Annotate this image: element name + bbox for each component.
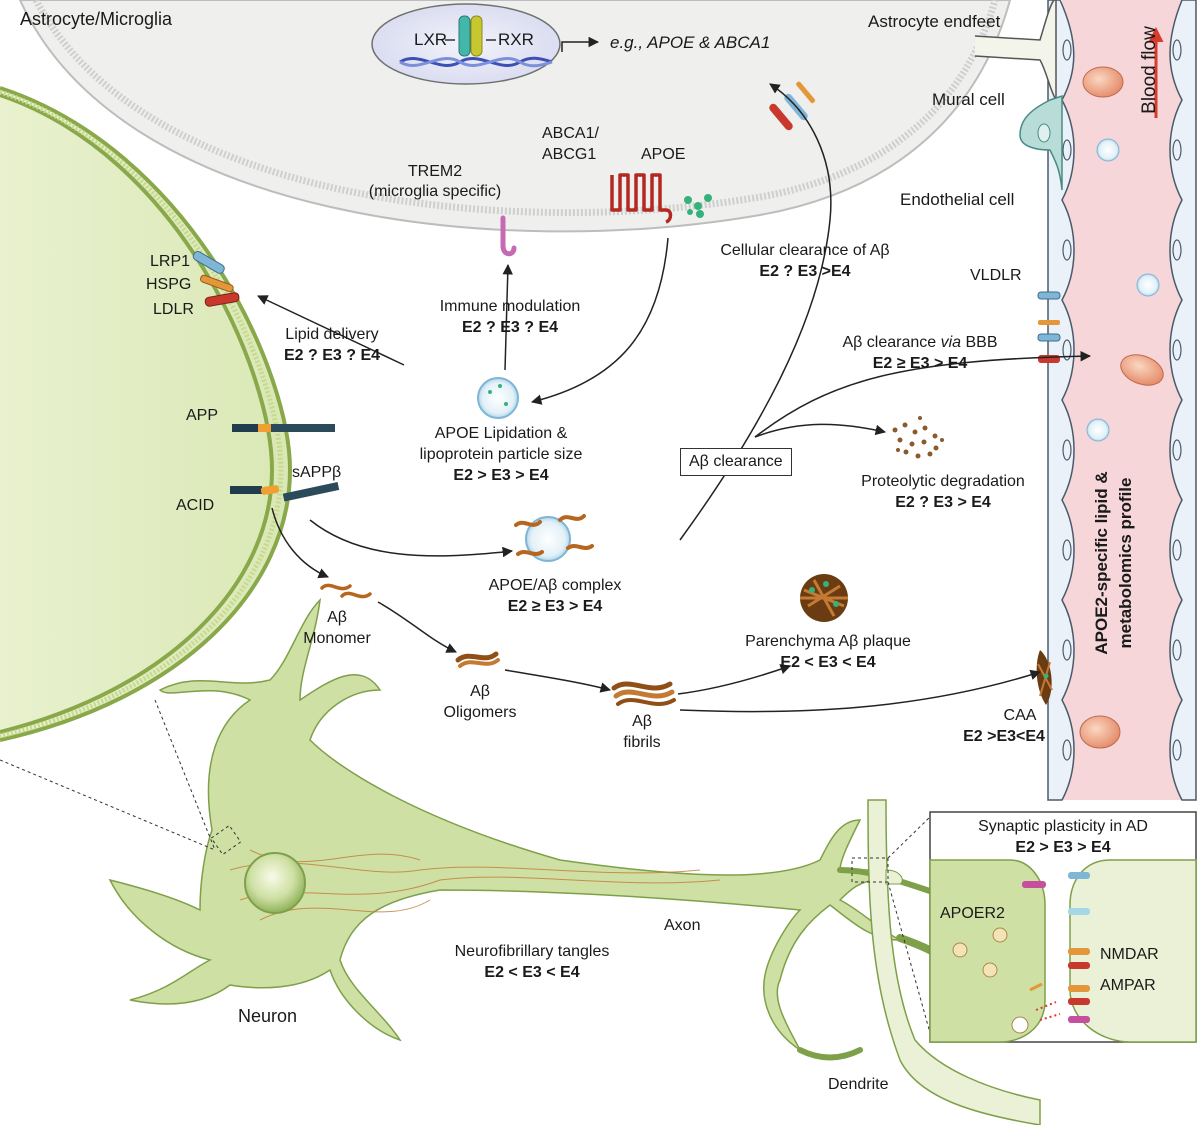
cellular-clearance-label: Cellular clearance of Aβ — [720, 242, 890, 259]
astrocyte-endfeet-label: Astrocyte endfeet — [868, 12, 1001, 31]
monomer-label-line1: Aβ — [327, 609, 347, 626]
apoe-abeta-complex — [514, 514, 594, 562]
fibrils-label-line2: fibrils — [623, 734, 661, 751]
plaque-rank: E2 < E3 < E4 — [780, 654, 876, 671]
astrocyte-cell — [18, 0, 1012, 233]
synapse-inset — [929, 811, 1197, 1043]
proteolytic-fragments — [892, 416, 944, 459]
lxr-label: LXR — [414, 30, 448, 49]
lipoprotein-particle — [477, 377, 519, 419]
proteolytic-rank: E2 ? E3 > E4 — [895, 494, 991, 511]
cellular-clearance-rank: E2 ? E3 >E4 — [759, 263, 851, 280]
apoe-label: APOE — [641, 146, 686, 163]
fibrils-label-line1: Aβ — [632, 713, 652, 730]
abeta-fibrils — [611, 681, 676, 706]
complex-rank: E2 ≥ E3 > E4 — [507, 598, 603, 615]
abca1-label-line2: ABCG1 — [542, 146, 597, 163]
trem2-label-line1: TREM2 — [407, 163, 463, 180]
app-label: APP — [186, 407, 219, 424]
pathway-arrows — [257, 83, 1092, 713]
dendrite-label: Dendrite — [828, 1076, 889, 1093]
abeta-monomer — [320, 583, 372, 599]
receptor-hspg — [200, 274, 234, 293]
abca1-label-line1: ABCA1/ — [542, 125, 599, 142]
abca1-transporter — [610, 173, 673, 224]
plaque-label: Parenchyma Aβ plaque — [745, 633, 911, 650]
cell-title: Astrocyte/Microglia — [20, 9, 173, 29]
blood-vessel — [1047, 0, 1197, 801]
ampar-label: AMPAR — [1100, 977, 1156, 994]
trem2-label-line2: (microglia specific) — [368, 183, 502, 200]
parenchyma-plaque — [800, 574, 848, 622]
sappb-label: sAPPβ — [292, 464, 342, 481]
mural-cell-label: Mural cell — [932, 90, 1005, 109]
apoe-molecule — [684, 194, 712, 218]
lipidation-label-line1: APOE Lipidation & — [434, 425, 568, 442]
profile-line2: metabolomics profile — [1116, 477, 1135, 649]
receptor-ldlr — [204, 292, 240, 307]
proteolytic-label: Proteolytic degradation — [861, 473, 1025, 490]
acid-label: ACID — [176, 497, 215, 514]
rxr-label: RXR — [498, 30, 534, 49]
profile-line1: APOE2-specific lipid & — [1092, 471, 1111, 655]
caa-rank: E2 >E3<E4 — [963, 728, 1045, 745]
blood-flow-label: Blood flow — [1139, 26, 1160, 114]
hspg-label: HSPG — [146, 276, 192, 293]
ldlr-label: LDLR — [153, 301, 194, 318]
astrocyte-endfoot — [974, 0, 1057, 103]
acid-sappb-fragments — [230, 482, 340, 502]
bbb-clearance-rank: E2 ≥ E3 > E4 — [872, 355, 968, 372]
tangles-rank: E2 < E3 < E4 — [484, 964, 580, 981]
lipid-delivery-rank: E2 ? E3 ? E4 — [283, 347, 381, 364]
tangles-label: Neurofibrillary tangles — [454, 943, 610, 960]
lipidation-label-line2: lipoprotein particle size — [419, 446, 583, 463]
nucleus — [371, 3, 600, 85]
caa-deposit — [1036, 650, 1053, 705]
receptor-lrp1 — [192, 251, 225, 274]
apoer2-label: APOER2 — [940, 905, 1005, 922]
app-protein — [232, 424, 335, 432]
vldlr-label: VLDLR — [970, 267, 1022, 284]
lipid-delivery-label: Lipid delivery — [285, 326, 379, 343]
target-genes-label: e.g., APOE & ABCA1 — [610, 33, 771, 52]
complex-label: APOE/Aβ complex — [488, 577, 622, 594]
synapse-title: Synaptic plasticity in AD — [978, 818, 1148, 835]
abeta-clearance-box: Aβ clearance — [680, 448, 792, 476]
oligomers-label-line1: Aβ — [470, 683, 490, 700]
left-cell — [0, 86, 293, 742]
nmdar-label: NMDAR — [1100, 946, 1159, 963]
immune-modulation-label: Immune modulation — [439, 298, 581, 315]
zoom-indicators — [0, 699, 933, 1041]
endothelial-cell-label: Endothelial cell — [900, 190, 1015, 209]
abeta-oligomers — [455, 651, 500, 668]
caa-label: CAA — [1003, 707, 1037, 724]
trem2-protein — [500, 215, 517, 257]
monomer-label-line2: Monomer — [303, 630, 371, 647]
synapse-rank: E2 > E3 > E4 — [1015, 839, 1111, 856]
lrp1-label: LRP1 — [150, 253, 191, 270]
bbb-clearance-label: Aβ clearance via BBB — [842, 334, 998, 351]
axon-label: Axon — [664, 917, 701, 934]
neuron-label: Neuron — [238, 1006, 298, 1026]
mural-cell-shape — [1019, 94, 1063, 191]
immune-modulation-rank: E2 ? E3 ? E4 — [461, 319, 559, 336]
oligomers-label-line2: Oligomers — [443, 704, 517, 721]
lipidation-rank: E2 > E3 > E4 — [453, 467, 549, 484]
